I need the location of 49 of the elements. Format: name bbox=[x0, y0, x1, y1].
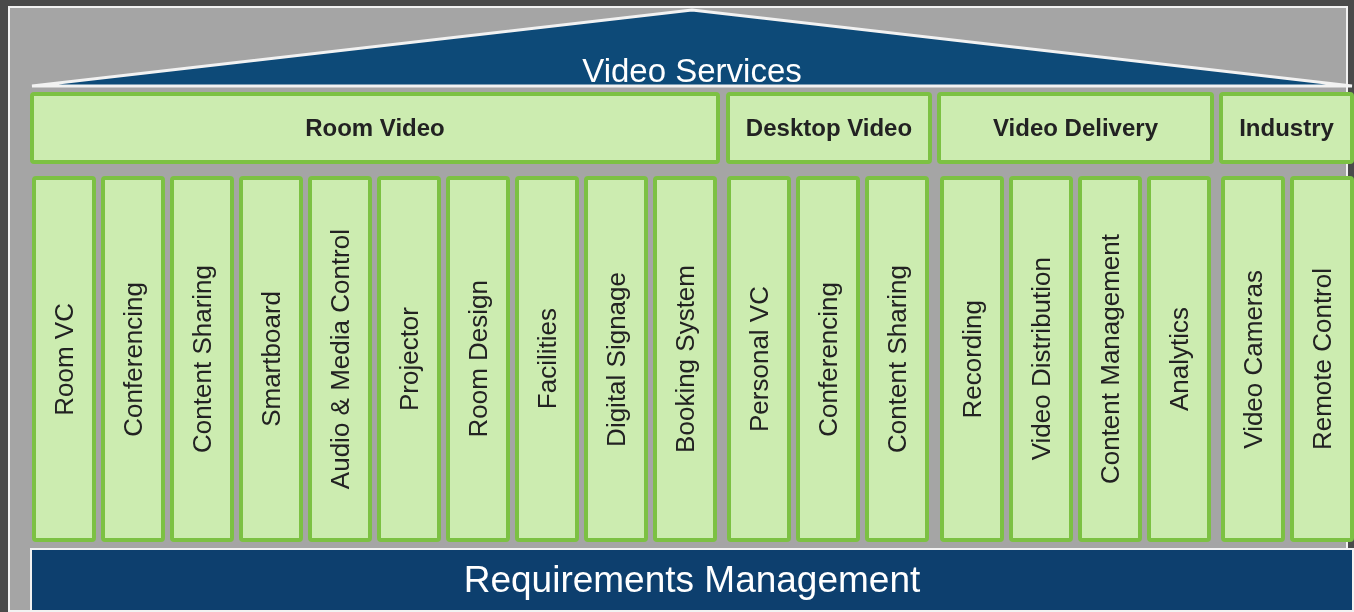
category-title: Industry bbox=[1239, 114, 1334, 142]
service-label: Projector bbox=[393, 306, 425, 411]
service-label: Room Design bbox=[462, 280, 494, 438]
service-pillar bbox=[170, 176, 234, 542]
category-header bbox=[30, 92, 720, 164]
service-label: Analytics bbox=[1163, 306, 1195, 411]
service-pillar bbox=[1221, 176, 1285, 542]
service-label: Content Sharing bbox=[186, 265, 218, 453]
service-pillar bbox=[653, 176, 717, 542]
foundation-bar bbox=[30, 548, 1354, 612]
service-pillar bbox=[1009, 176, 1073, 542]
category-title: Room Video bbox=[305, 114, 445, 142]
service-label: Recording bbox=[956, 299, 988, 419]
service-label: Conferencing bbox=[812, 281, 844, 437]
service-pillar bbox=[1078, 176, 1142, 542]
category-header bbox=[937, 92, 1214, 164]
category-title: Desktop Video bbox=[745, 114, 913, 142]
service-pillar bbox=[1290, 176, 1354, 542]
service-label: Facilities bbox=[531, 308, 563, 410]
service-pillar bbox=[1147, 176, 1211, 542]
service-label: Digital Signage bbox=[600, 271, 632, 447]
service-label: Room VC bbox=[48, 302, 80, 416]
service-pillar bbox=[584, 176, 648, 542]
service-pillar bbox=[727, 176, 791, 542]
service-label: Video Cameras bbox=[1237, 269, 1269, 449]
service-pillar bbox=[940, 176, 1004, 542]
service-label: Booking System bbox=[669, 265, 701, 453]
service-pillar bbox=[865, 176, 929, 542]
service-pillar bbox=[308, 176, 372, 542]
service-label: Personal VC bbox=[743, 286, 775, 432]
category-header bbox=[726, 92, 932, 164]
service-label: Video Distribution bbox=[1025, 257, 1057, 461]
category-header bbox=[1219, 92, 1354, 164]
service-label: Smartboard bbox=[255, 291, 287, 427]
service-pillar bbox=[239, 176, 303, 542]
service-label: Conferencing bbox=[117, 281, 149, 437]
roof-title: Video Services bbox=[581, 52, 803, 90]
foundation-title: Requirements Management bbox=[463, 559, 921, 601]
category-title: Video Delivery bbox=[993, 114, 1158, 142]
service-pillar bbox=[796, 176, 860, 542]
service-pillar bbox=[515, 176, 579, 542]
service-label: Audio & Media Control bbox=[324, 228, 356, 490]
service-pillar bbox=[377, 176, 441, 542]
service-pillar bbox=[446, 176, 510, 542]
service-label: Content Sharing bbox=[881, 265, 913, 453]
service-label: Content Management bbox=[1094, 233, 1126, 484]
service-pillar bbox=[32, 176, 96, 542]
service-pillar bbox=[101, 176, 165, 542]
service-label: Remote Control bbox=[1306, 267, 1338, 451]
